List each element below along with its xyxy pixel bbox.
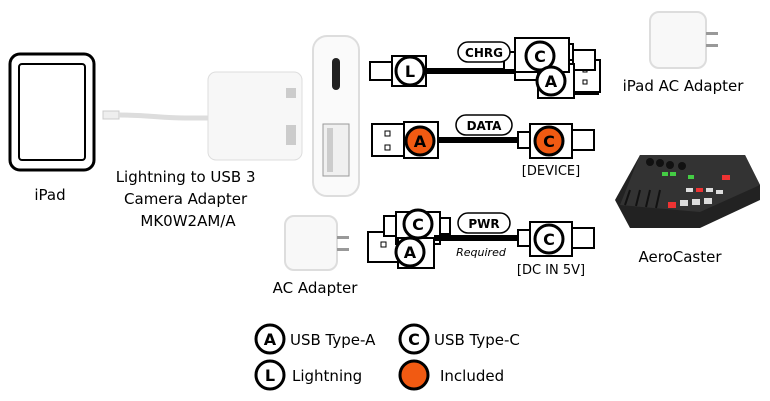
adapter-label-line1: Lightning to USB 3 [116, 168, 256, 186]
svg-text:A: A [404, 243, 417, 262]
svg-text:C: C [543, 230, 555, 249]
usb-a-included-badge: A [404, 125, 436, 157]
dc-in-label: [DC IN 5V] [517, 263, 585, 278]
ipad-label: iPad [34, 186, 65, 204]
usb-a-connector-badge: A [535, 65, 567, 97]
svg-text:L: L [265, 366, 275, 385]
aerocaster-icon [615, 155, 760, 228]
usb-a-connector-badge: A [394, 236, 426, 268]
legend-item-usb-c: C USB Type-C [398, 323, 520, 355]
usb-c-included-badge: C [533, 125, 565, 157]
svg-text:A: A [414, 132, 427, 151]
adapter-label-line3: MK0W2AM/A [140, 212, 236, 230]
legend-item-usb-a: A USB Type-A [254, 323, 376, 355]
svg-text:A: A [545, 72, 558, 91]
svg-text:A: A [264, 330, 277, 349]
svg-text:USB Type-A: USB Type-A [290, 331, 376, 349]
svg-text:C: C [534, 47, 546, 66]
data-cable [371, 121, 595, 159]
usb-c-connector-badge: C [533, 223, 565, 255]
camera-adapter-icon [102, 71, 303, 161]
svg-text:L: L [405, 62, 415, 81]
ac-adapter-icon [284, 215, 349, 271]
data-tag: DATA [455, 114, 513, 136]
svg-text:DATA: DATA [467, 119, 503, 133]
svg-text:C: C [412, 215, 424, 234]
required-note: Required [456, 246, 507, 259]
adapter-ports-icon [312, 35, 360, 197]
pwr-tag: PWR [457, 212, 511, 234]
legend-item-lightning: L Lightning [254, 359, 362, 391]
ipad-ac-adapter-label: iPad AC Adapter [623, 77, 745, 95]
device-label: [DEVICE] [522, 164, 580, 179]
ipad-ac-adapter-icon [649, 11, 718, 69]
adapter-label-line2: Camera Adapter [124, 190, 248, 208]
aerocaster-label: AeroCaster [639, 248, 723, 266]
ipad-icon [8, 52, 96, 172]
svg-text:USB Type-C: USB Type-C [434, 331, 520, 349]
svg-text:PWR: PWR [468, 217, 499, 231]
svg-text:CHRG: CHRG [465, 46, 503, 60]
chrg-tag: CHRG [457, 41, 511, 63]
usb-c-connector-badge: C [402, 208, 434, 240]
svg-text:C: C [408, 330, 420, 349]
lightning-connector-badge: L [394, 55, 426, 87]
svg-text:Included: Included [440, 367, 504, 385]
legend: A USB Type-A C USB Type-C L Lightning In… [254, 323, 520, 391]
ac-adapter-label: AC Adapter [273, 279, 359, 297]
camera-adapter-label: Lightning to USB 3 Camera Adapter MK0W2A… [116, 168, 261, 230]
legend-item-included: Included [398, 359, 504, 391]
svg-text:C: C [543, 132, 555, 151]
usb-c-connector-badge: C [524, 40, 556, 72]
svg-text:Lightning: Lightning [292, 367, 362, 385]
